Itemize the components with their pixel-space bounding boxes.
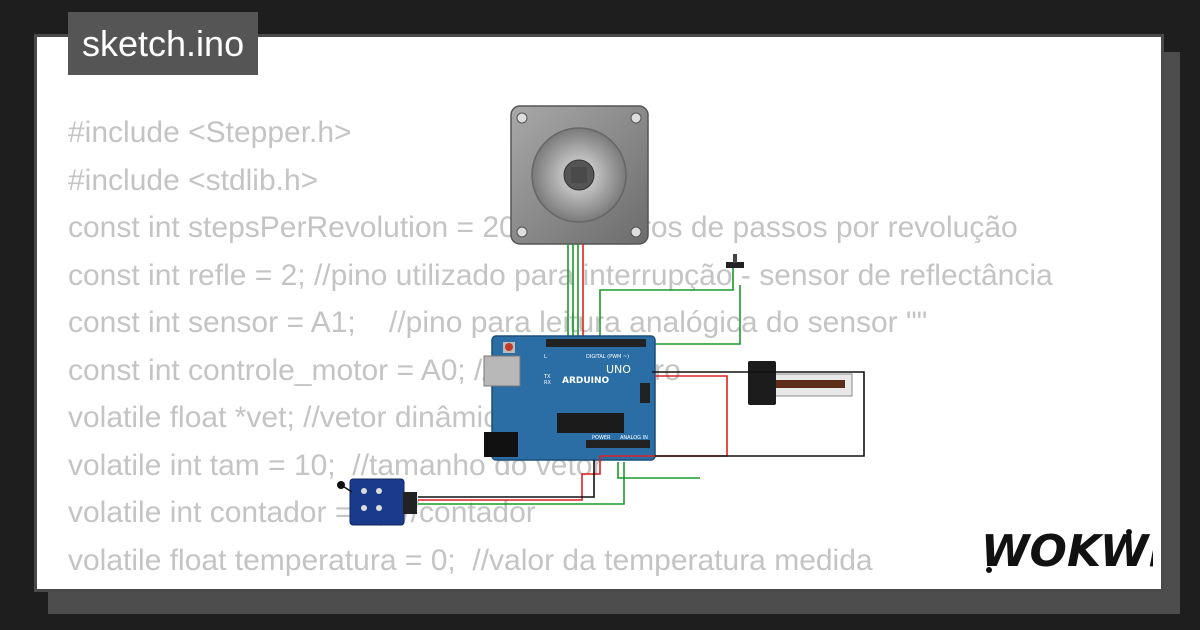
code-preview: #include <Stepper.h> #include <stdlib.h> c… xyxy=(68,109,1133,589)
slide-potentiometer[interactable] xyxy=(748,361,853,405)
analog-label: ANALOG IN xyxy=(620,435,648,441)
code-line: volatile int contador = 0; //contador xyxy=(68,496,536,529)
l-label: L xyxy=(544,354,547,360)
code-line: const int sensor = A1; //pino para leitu… xyxy=(68,306,928,339)
file-title[interactable]: sketch.ino xyxy=(68,12,259,75)
arduino-brand: ARDUINO xyxy=(562,376,610,386)
stepper-motor[interactable] xyxy=(510,105,649,245)
digital-label: DIGITAL (PWM ~) xyxy=(586,354,629,360)
motor-wires xyxy=(567,244,741,345)
wokwi-logo[interactable]: WOKWi xyxy=(975,518,1153,588)
tx-label: TX xyxy=(543,374,551,380)
rx-label: RX xyxy=(544,380,551,386)
code-line: #include <stdlib.h> xyxy=(68,163,319,197)
code-line: volatile float temperatura = 0; //valor … xyxy=(68,543,873,577)
circuit-wires xyxy=(418,371,865,505)
temperature-sensor-module[interactable] xyxy=(337,478,417,526)
power-label: POWER xyxy=(592,435,611,441)
arduino-uno-board[interactable]: DIGITAL (PWM ~) ARDUINO UNO TX RX L POWE… xyxy=(483,335,656,461)
slide-switch[interactable] xyxy=(726,254,744,268)
board-model: UNO xyxy=(606,363,631,376)
code-line: const int stepsPerRevolution = 200; //nu… xyxy=(68,211,1018,244)
code-line: volatile int tam = 10; //tamanho do veto… xyxy=(68,448,603,482)
code-line: const int refle = 2; //pino utilizado pa… xyxy=(68,258,1053,292)
code-line: #include <Stepper.h> xyxy=(68,116,352,149)
logo-text: WOKWi xyxy=(981,526,1153,577)
